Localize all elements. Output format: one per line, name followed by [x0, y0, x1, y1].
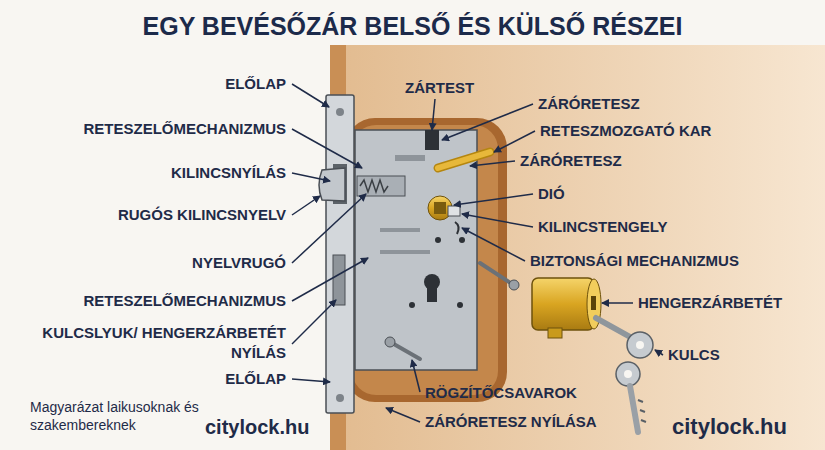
part-label: KILINCSTENGELY [538, 217, 667, 237]
part-label: KULCS [668, 345, 720, 365]
part-label: ELŐLAP [225, 369, 286, 389]
part-label: RETESZELŐMECHANIZMUS [84, 119, 287, 139]
part-label: KILINCSNYÍLÁS [171, 163, 286, 183]
part-label: RETESZELŐMECHANIZMUS [84, 291, 287, 311]
part-label: ZÁRTEST [405, 78, 474, 98]
part-label: RUGÓS KILINCSNYELV [118, 205, 286, 225]
part-label: KULCSLYUK/ HENGERZÁRBETÉT NYÍLÁS [36, 323, 286, 363]
part-label: ZÁRÓRETESZ [538, 94, 640, 114]
note: Magyarázat laikusoknak és szakembereknek [30, 398, 200, 434]
part-label: ZÁRÓRETESZ [520, 151, 622, 171]
watermark: citylock.hu [205, 414, 309, 440]
part-label: DIÓ [538, 184, 565, 204]
title: EGY BEVÉSŐZÁR BELSŐ ÉS KÜLSŐ RÉSZEI [0, 10, 825, 42]
part-label: RETESZMOZGATÓ KAR [540, 121, 711, 141]
part-label: RÖGZÍTŐCSAVAROK [425, 383, 577, 403]
part-label: BIZTONSÁGI MECHANIZMUS [530, 251, 739, 271]
part-label: NYELVRUGÓ [192, 253, 286, 273]
part-label: HENGERZÁRBETÉT [638, 293, 782, 313]
part-label: ELŐLAP [225, 74, 286, 94]
watermark: citylock.hu [672, 412, 787, 441]
part-label: ZÁRÓRETESZ NYÍLÁSA [425, 412, 597, 432]
